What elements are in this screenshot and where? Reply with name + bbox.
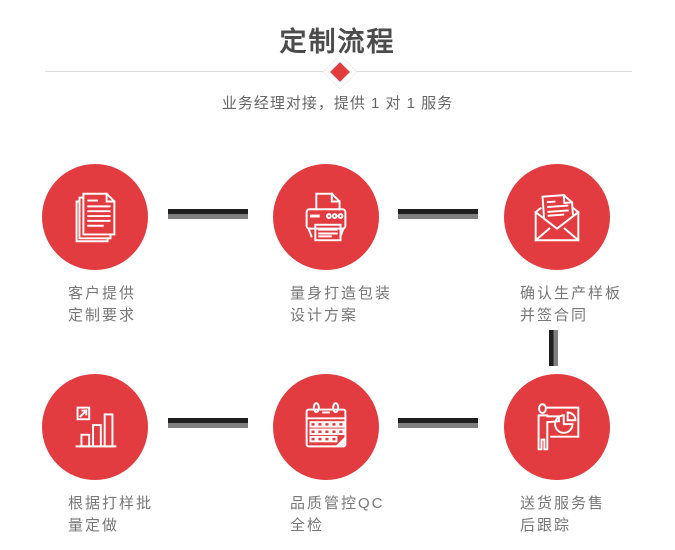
- step-circle-3: [504, 164, 610, 270]
- step-label-6: 送货服务售 后跟踪: [520, 493, 605, 537]
- step-circle-6: [504, 374, 610, 480]
- printer-icon: [305, 192, 347, 242]
- step-circle-2: [273, 164, 379, 270]
- bar-chart-icon: [75, 406, 117, 448]
- step-label-4: 根据打样批 量定做: [68, 493, 153, 537]
- step-label-line: 送货服务售: [520, 495, 606, 512]
- step-label-5: 品质管控QC 全检: [290, 493, 385, 537]
- step-label-line: 全检: [290, 517, 325, 534]
- envelope-icon: [534, 194, 580, 242]
- connector-bar: [398, 418, 478, 428]
- page-title: 定制流程: [279, 27, 396, 57]
- step-label-line: 品质管控QC: [290, 495, 385, 512]
- connector-bar: [168, 418, 248, 428]
- step-label-line: 量身打造包装: [290, 285, 393, 302]
- step-label-line: 后跟踪: [520, 517, 572, 534]
- diamond-icon: [323, 55, 357, 89]
- step-label-line: 确认生产样板: [520, 285, 623, 302]
- step-circle-1: [42, 164, 148, 270]
- step-label-2: 量身打造包装 设计方案: [290, 283, 392, 327]
- connector-bar-vertical: [549, 330, 558, 366]
- step-circle-4: [42, 374, 148, 480]
- step-label-line: 量定做: [68, 517, 120, 534]
- calendar-icon: [305, 402, 347, 448]
- step-circle-5: [273, 374, 379, 480]
- presentation-icon: [537, 403, 580, 451]
- connector-bar: [398, 209, 478, 219]
- step-label-3: 确认生产样板 并签合同: [520, 283, 622, 327]
- connector-bar: [168, 209, 248, 219]
- step-label-line: 客户提供: [68, 285, 137, 302]
- step-label-line: 定制要求: [68, 307, 137, 324]
- step-label-line: 并签合同: [520, 307, 589, 324]
- documents-icon: [75, 192, 116, 243]
- step-label-line: 根据打样批: [68, 495, 154, 512]
- step-label-line: 设计方案: [290, 307, 359, 324]
- step-label-1: 客户提供 定制要求: [68, 283, 136, 327]
- subtitle: 业务经理对接，提供 1 对 1 服务: [221, 95, 454, 112]
